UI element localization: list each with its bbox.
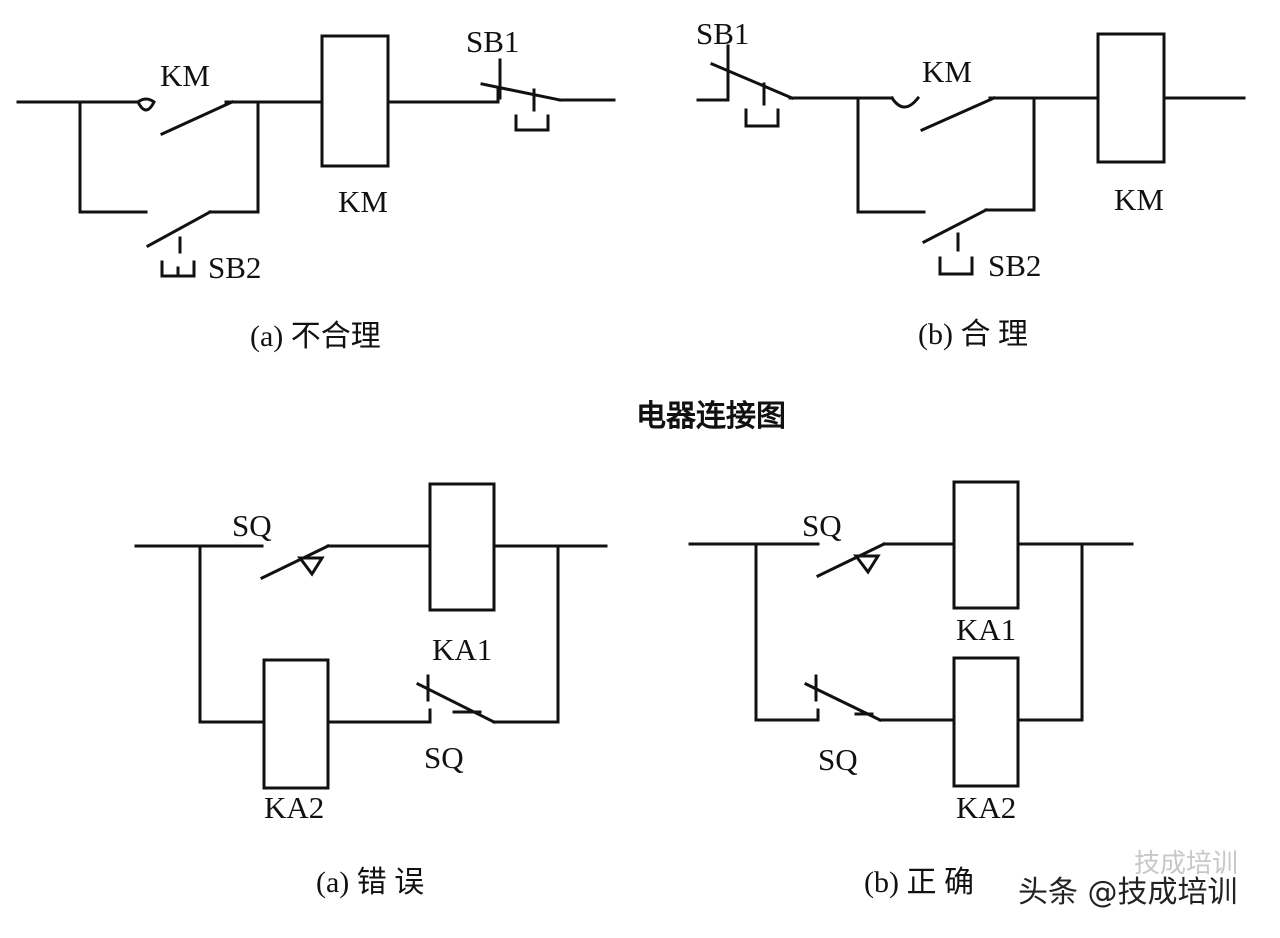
panel-bottom-right: SQ KA1 SQ KA2 (b) 正 确: [688, 480, 1134, 899]
ka1-coil: [428, 482, 496, 612]
km-coil-label: KM: [338, 184, 388, 219]
caption-top-left: (a) 不合理: [250, 320, 381, 353]
km-coil: [320, 34, 390, 168]
km-contact-label: KM: [922, 54, 972, 89]
ka2-coil: [952, 656, 1020, 788]
circuit-wiring: [688, 541, 1134, 723]
panel-top-left: KM KM SB1 SB2 (a) 不合理: [16, 24, 616, 353]
km-contact-label: KM: [160, 58, 210, 93]
sq-bottom-label: SQ: [424, 740, 464, 775]
km-coil-label: KM: [1114, 182, 1164, 217]
circuit-wiring: [134, 543, 608, 725]
circuit-wiring: [16, 58, 616, 278]
panel-top-right: SB1 KM KM SB2 (b) 合 理: [696, 16, 1246, 351]
sq-bottom-label: SQ: [818, 742, 858, 777]
panel-bottom-left: SQ KA1 KA2 SQ (a) 错 误: [134, 482, 608, 899]
diagram-title: 电器连接图: [636, 399, 786, 434]
ka2-label: KA2: [264, 790, 324, 825]
watermark: 头条 @技成培训: [1018, 875, 1238, 910]
sb1-label: SB1: [466, 24, 519, 59]
ka1-coil: [952, 480, 1020, 610]
sq-top-label: SQ: [802, 508, 842, 543]
sb1-label: SB1: [696, 16, 749, 51]
ka1-label: KA1: [956, 612, 1016, 647]
caption-bottom-right: (b) 正 确: [864, 866, 974, 899]
circuit-wiring: [696, 44, 1246, 276]
km-coil: [1096, 32, 1166, 164]
sb2-label: SB2: [988, 248, 1041, 283]
ka2-coil: [262, 658, 330, 790]
ka2-label: KA2: [956, 790, 1016, 825]
caption-bottom-left: (a) 错 误: [316, 866, 424, 899]
watermark-faint: 技成培训: [1134, 849, 1238, 879]
ka1-label: KA1: [432, 632, 492, 667]
caption-top-right: (b) 合 理: [918, 318, 1028, 351]
sq-top-label: SQ: [232, 508, 272, 543]
sb2-label: SB2: [208, 250, 261, 285]
